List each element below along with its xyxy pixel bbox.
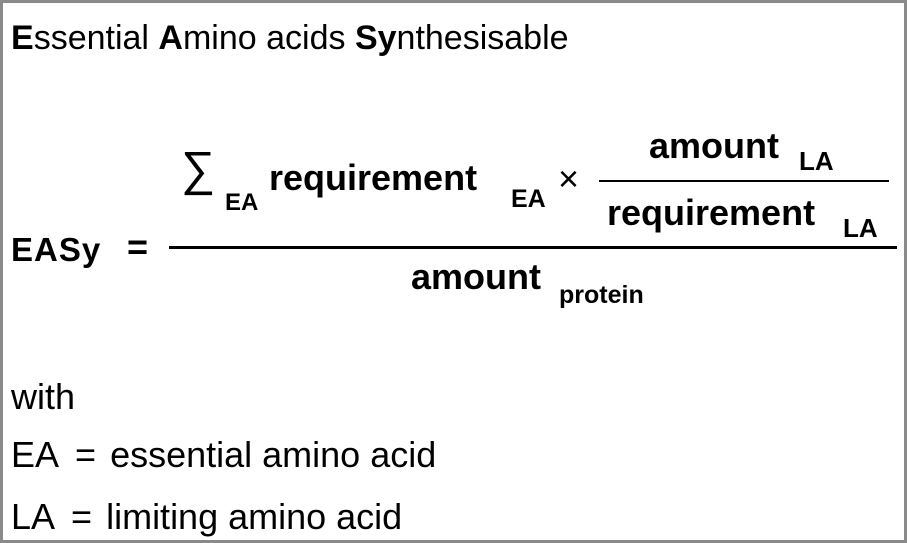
denominator: amount	[411, 256, 541, 297]
legend-symbol: LA	[11, 496, 56, 537]
formula-equals: =	[127, 226, 149, 267]
sum-subscript: EA	[225, 189, 259, 216]
main-fraction-bar	[169, 246, 897, 249]
title-word-synthesisable: nthesisable	[396, 19, 569, 57]
inner-numerator-subscript: LA	[799, 146, 834, 176]
legend-item-ea: EA = essential amino acid	[11, 437, 436, 473]
title-word-essential: ssential	[33, 19, 149, 57]
legend-meaning: limiting amino acid	[106, 496, 403, 537]
numerator-term: requirement	[269, 157, 478, 198]
legend-equals: =	[75, 434, 97, 475]
numerator-term-subscript: EA	[511, 185, 546, 213]
legend-meaning: essential amino acid	[110, 434, 437, 475]
inner-denominator-subscript: LA	[843, 213, 878, 243]
title-initial-a: A	[158, 19, 183, 57]
formula-lhs: EASy	[11, 231, 102, 268]
denominator-subscript: protein	[559, 281, 644, 309]
legend-item-la: LA = limiting amino acid	[11, 499, 402, 535]
inner-numerator: amount	[649, 125, 779, 166]
sum-symbol: ∑	[181, 143, 216, 196]
legend-symbol: EA	[11, 434, 60, 475]
legend-equals: =	[71, 496, 93, 537]
legend-intro: with	[11, 376, 76, 417]
title: Essential Amino acids Synthesisable	[11, 21, 569, 55]
times-symbol: ×	[558, 158, 580, 199]
inner-fraction-bar	[599, 180, 889, 182]
title-word-amino-acids: mino acids	[182, 19, 346, 57]
title-initial-sy: Sy	[354, 19, 397, 57]
inner-denominator: requirement	[607, 192, 816, 233]
title-initial-e: E	[11, 19, 34, 57]
